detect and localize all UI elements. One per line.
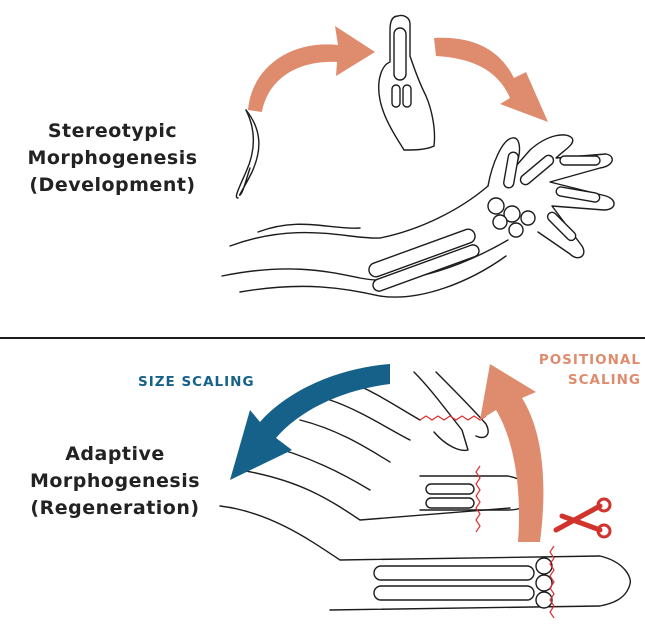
development-title-line1: Stereotypic [10, 118, 215, 145]
development-title: Stereotypic Morphogenesis (Development) [10, 118, 215, 199]
development-arrow-1 [248, 26, 375, 112]
scissors-icon [556, 499, 610, 537]
limb-bud-sketch [379, 15, 435, 150]
size-scaling-label: SIZE SCALING [138, 372, 255, 392]
regeneration-title-line2: Morphogenesis [5, 468, 225, 495]
regeneration-title: Adaptive Morphogenesis (Regeneration) [5, 441, 225, 522]
early-embryo-sketch [240, 110, 259, 195]
development-title-line2: Morphogenesis [10, 145, 215, 172]
positional-scaling-label-line2: SCALING [539, 370, 641, 390]
positional-scaling-label-line1: POSITIONAL [539, 350, 641, 370]
regeneration-sequence [220, 364, 630, 618]
positional-scaling-label: POSITIONAL SCALING [539, 350, 641, 390]
development-title-line3: (Development) [10, 172, 215, 199]
development-arrow-2 [434, 38, 548, 122]
development-sequence [222, 15, 614, 297]
developed-forelimb [222, 135, 614, 297]
positional-scaling-arrow [480, 364, 543, 542]
regeneration-title-line1: Adaptive [5, 441, 225, 468]
regeneration-title-line3: (Regeneration) [5, 495, 225, 522]
